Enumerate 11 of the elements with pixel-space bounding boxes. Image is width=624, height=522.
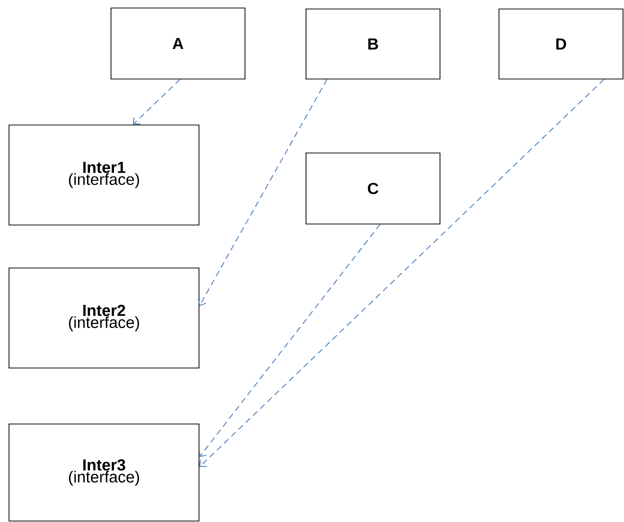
class-box: C: [306, 152, 440, 224]
dependency-arrow: [133, 78, 180, 125]
class-box: A: [110, 8, 246, 80]
dependency-arrow: [198, 224, 380, 457]
class-box: B: [306, 8, 440, 80]
class-box: D: [498, 8, 624, 80]
interface-box: Inter3 (interface): [8, 424, 200, 522]
interface-box: Inter2 (interface): [8, 268, 200, 368]
dependency-arrow: [199, 78, 604, 467]
interface-box: Inter1 (interface): [8, 124, 200, 226]
dependency-arrow: [198, 78, 328, 306]
